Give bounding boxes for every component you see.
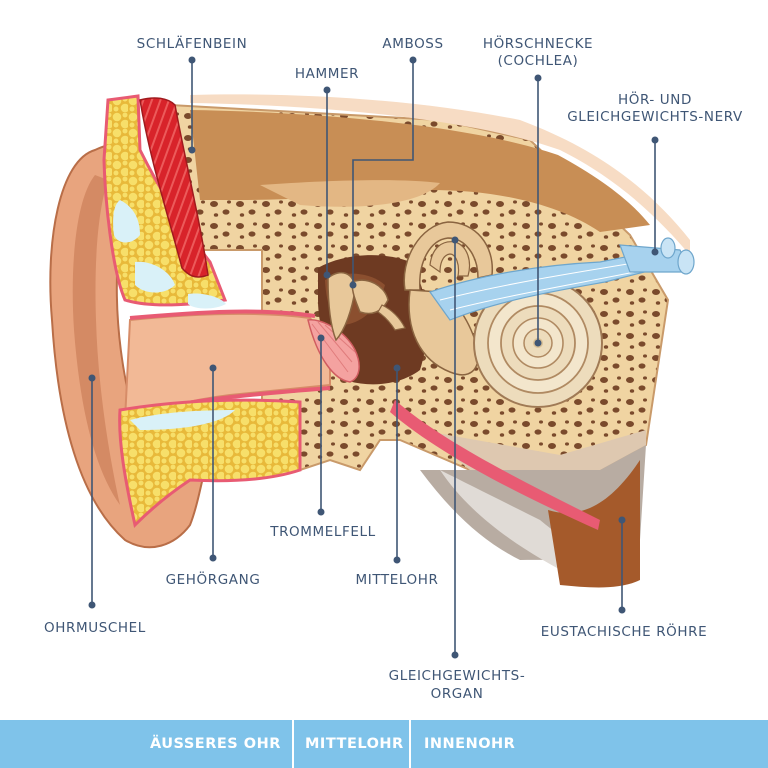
region-legend-bar: ÄUSSERES OHR MITTELOHR INNENOHR (0, 720, 768, 768)
legend-outer-ear: ÄUSSERES OHR (150, 736, 281, 752)
legend-divider (292, 720, 294, 768)
leader-lines (88, 56, 659, 659)
label-amboss: AMBOSS (382, 36, 443, 52)
legend-inner-ear: INNENOHR (424, 736, 516, 752)
lower-tissue (390, 400, 646, 588)
label-gleichgewicht-line2: ORGAN (431, 686, 484, 702)
label-schlaefenbein: SCHLÄFENBEIN (137, 34, 248, 52)
label-hoerschnecke-line2: (COCHLEA) (498, 53, 579, 69)
label-nerv-line1: HÖR- UND (618, 90, 692, 108)
temporalis-muscle (139, 97, 209, 278)
label-hoerschnecke-line1: HÖRSCHNECKE (483, 34, 593, 52)
label-eustachische: EUSTACHISCHE RÖHRE (541, 622, 708, 640)
label-gleichgewicht-line1: GLEICHGEWICHTS- (389, 668, 526, 684)
vestibulocochlear-nerve (429, 237, 695, 321)
label-gehoergang: GEHÖRGANG (166, 570, 261, 588)
upper-tissue (190, 94, 690, 255)
ossicles (327, 271, 406, 342)
label-trommelfell: TROMMELFELL (269, 524, 376, 540)
label-nerv-line2: GLEICHGEWICHTS-NERV (567, 109, 743, 125)
label-ohrmuschel: OHRMUSCHEL (44, 620, 146, 636)
labels: SCHLÄFENBEIN HAMMER AMBOSS HÖRSCHNECKE (… (44, 34, 743, 702)
label-hammer: HAMMER (295, 66, 359, 82)
legend-middle-ear: MITTELOHR (305, 736, 404, 752)
fat-tissue-lower (118, 398, 302, 528)
legend-divider (409, 720, 411, 768)
label-mittelohr: MITTELOHR (355, 572, 438, 588)
